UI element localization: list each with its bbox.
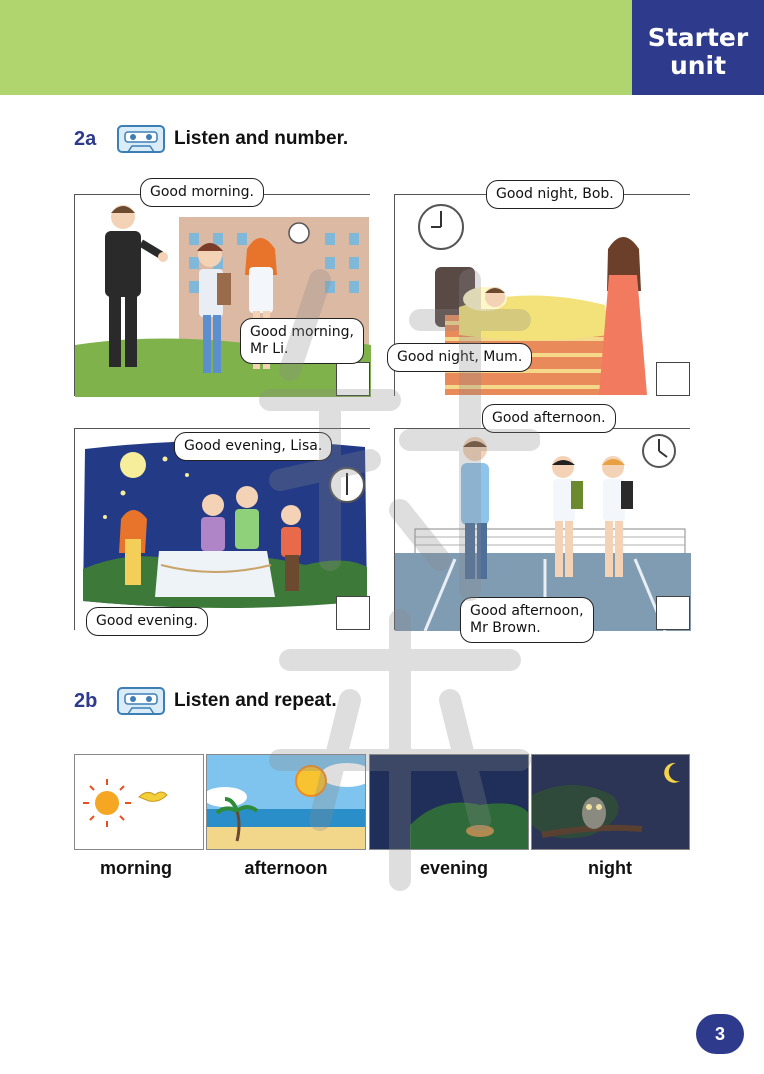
evening-party-illustration bbox=[75, 429, 371, 631]
section-title: Listen and repeat. bbox=[174, 690, 337, 711]
speech-bubble: Good afternoon. bbox=[482, 404, 616, 433]
speech-bubble: Good afternoon, Mr Brown. bbox=[460, 597, 594, 643]
word-label: night bbox=[588, 858, 632, 878]
section-number: 2b bbox=[74, 689, 98, 712]
speech-bubble: Good evening. bbox=[86, 607, 208, 636]
panel-good-evening bbox=[74, 428, 371, 631]
number-box[interactable] bbox=[336, 596, 370, 630]
page-number: 3 bbox=[696, 1014, 744, 1054]
morning-school-illustration bbox=[75, 195, 371, 397]
night-moon-owl-illustration bbox=[532, 755, 689, 849]
speech-bubble: Good morning. bbox=[140, 178, 265, 207]
morning-tile bbox=[74, 754, 204, 850]
unit-label-line2: unit bbox=[669, 51, 727, 80]
evening-moon-nest-illustration bbox=[370, 755, 528, 849]
section-number: 2a bbox=[74, 127, 97, 150]
word-label: afternoon bbox=[244, 858, 328, 878]
evening-tile bbox=[369, 754, 529, 850]
header-banner bbox=[0, 0, 632, 95]
unit-label-line1: Starter bbox=[647, 23, 749, 52]
night-tile bbox=[531, 754, 690, 850]
panel-good-morning bbox=[74, 194, 371, 397]
morning-sun-bird-illustration bbox=[75, 755, 203, 849]
speech-bubble: Good night, Bob. bbox=[486, 180, 624, 209]
section-2a-heading: 2a Listen and number. bbox=[74, 122, 348, 156]
cassette-icon[interactable] bbox=[116, 122, 166, 156]
speech-bubble: Good morning, Mr Li. bbox=[240, 318, 365, 364]
word-label: evening bbox=[419, 858, 489, 878]
word-label: morning bbox=[100, 858, 172, 878]
speech-bubble: Good evening, Lisa. bbox=[174, 432, 333, 461]
section-title: Listen and number. bbox=[174, 128, 349, 149]
speech-bubble: Good night, Mum. bbox=[387, 343, 533, 372]
number-box[interactable] bbox=[656, 596, 690, 630]
afternoon-tile bbox=[206, 754, 366, 850]
cassette-icon[interactable] bbox=[116, 684, 166, 718]
number-box[interactable] bbox=[336, 362, 370, 396]
section-2b-heading: 2b Listen and repeat. bbox=[74, 684, 337, 718]
number-box[interactable] bbox=[656, 362, 690, 396]
unit-tab: Starter unit bbox=[632, 0, 764, 95]
beach-sun-illustration bbox=[207, 755, 365, 849]
